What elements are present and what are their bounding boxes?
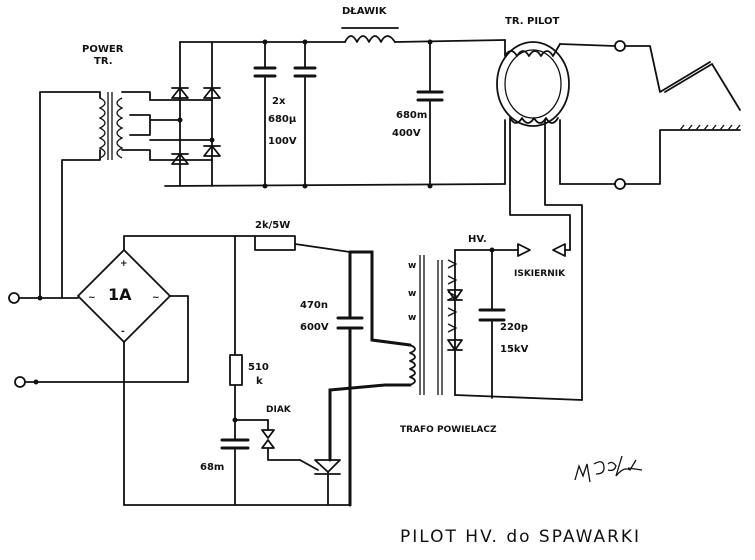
label-iskiernik: ISKIERNIK xyxy=(514,269,566,279)
label-resistor-510-1: 510 xyxy=(248,362,269,373)
bottom-rail xyxy=(164,183,616,187)
label-cap-680-1: 680m xyxy=(396,110,427,121)
label-cap-680-2: 400V xyxy=(392,128,421,139)
label-trafo-powielacz: TRAFO POWIELACZ xyxy=(400,425,497,435)
rectifier-diodes xyxy=(149,41,221,187)
top-rail xyxy=(179,39,616,47)
thyristor xyxy=(299,459,341,506)
choke-inductor xyxy=(341,27,399,43)
label-cap-220p-1: 220p xyxy=(500,322,528,333)
label-bridge-plus: + xyxy=(120,259,128,269)
capacitor-680m xyxy=(416,39,444,189)
bridge-rectifier xyxy=(77,235,236,506)
label-hv: HV. xyxy=(468,234,487,245)
resistor-510k xyxy=(229,354,243,386)
label-power-tr-1: POWER xyxy=(82,44,124,55)
label-tr-pilot: TR. PILOT xyxy=(505,16,560,27)
power-transformer xyxy=(39,91,151,299)
label-resistor-510-2: k xyxy=(256,376,263,387)
hv-output xyxy=(454,247,583,401)
label-dlawik: DŁAWIK xyxy=(342,6,388,17)
signature xyxy=(574,455,643,483)
label-bridge-ac-right: ~ xyxy=(152,293,160,303)
label-cap-220p-2: 15kV xyxy=(500,344,529,355)
label-cap-bank-2: 680μ xyxy=(268,114,297,125)
label-cap-470-1: 470n xyxy=(300,300,328,311)
label-winding-3: w xyxy=(408,313,416,323)
label-cap-470-2: 600V xyxy=(300,322,329,333)
input-terminals xyxy=(8,292,189,388)
spark-gap xyxy=(517,243,571,257)
label-resistor-2k: 2k/5W xyxy=(255,220,290,231)
filter-capacitor-bank xyxy=(253,39,317,189)
diagram-title: PILOT HV. do SPAWARKI xyxy=(400,527,641,547)
label-cap-bank-3: 100V xyxy=(268,136,297,147)
resistor-2k xyxy=(234,235,351,253)
multiplier-transformer xyxy=(409,249,463,396)
output-terminals xyxy=(614,40,741,190)
pilot-transformer xyxy=(496,39,583,401)
label-bridge-rating: 1A xyxy=(108,285,132,304)
diac xyxy=(261,419,301,461)
label-bridge-ac-left: ~ xyxy=(88,293,96,303)
label-power-tr-2: TR. xyxy=(94,56,113,67)
capacitor-470n xyxy=(328,250,412,507)
label-cap-bank-1: 2x xyxy=(272,96,286,107)
label-winding-2: w xyxy=(408,289,416,299)
label-winding-1: w xyxy=(408,261,416,271)
capacitor-68m xyxy=(220,417,269,450)
label-bridge-minus: - xyxy=(121,327,125,337)
label-cap-68: 68m xyxy=(200,462,224,473)
label-diak: DIAK xyxy=(266,405,292,415)
